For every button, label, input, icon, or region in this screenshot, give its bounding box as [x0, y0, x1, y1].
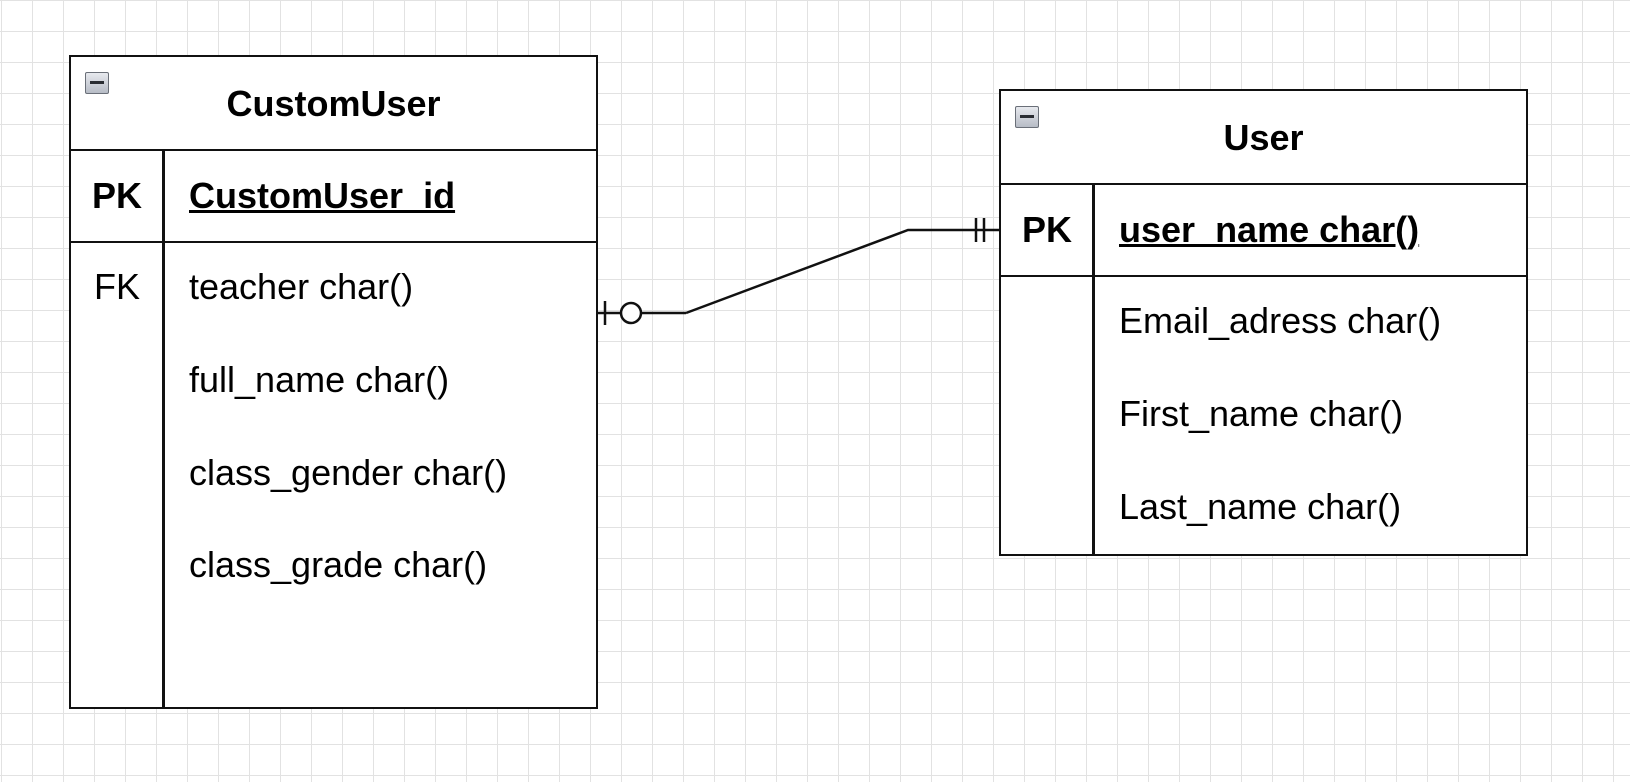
key-column-divider	[1092, 183, 1095, 554]
field-row[interactable]: First_name char()	[1119, 393, 1404, 434]
field-row[interactable]: Email_adress char()	[1119, 300, 1442, 341]
pk-field[interactable]: CustomUser_id	[189, 175, 456, 216]
field-row[interactable]: Last_name char()	[1119, 486, 1402, 527]
entity-customuser[interactable]: CustomUser PK CustomUser_id FK teacher c…	[69, 55, 598, 709]
field-row[interactable]: class_gender char()	[189, 452, 508, 493]
entity-user[interactable]: User PK user_name char() Email_adress ch…	[999, 89, 1528, 556]
entity-title: CustomUser	[226, 83, 441, 124]
field-row[interactable]: full_name char()	[189, 359, 450, 400]
entity-header: User	[1001, 91, 1526, 185]
pk-field[interactable]: user_name char()	[1119, 209, 1420, 250]
pk-label: PK	[91, 175, 142, 216]
pk-row[interactable]	[71, 149, 596, 243]
entity-title: User	[1223, 117, 1304, 158]
fk-label: FK	[93, 266, 140, 307]
field-row[interactable]: teacher char()	[189, 266, 414, 307]
collapse-icon[interactable]	[1015, 106, 1039, 128]
pk-label: PK	[1021, 209, 1072, 250]
zero-or-one-circle	[619, 301, 643, 325]
pk-row[interactable]	[1001, 183, 1526, 277]
field-row[interactable]: class_grade char()	[189, 544, 488, 585]
key-column-divider	[162, 149, 165, 707]
collapse-icon[interactable]	[85, 72, 109, 94]
relationship-line	[685, 228, 999, 315]
entity-header: CustomUser	[71, 57, 596, 151]
